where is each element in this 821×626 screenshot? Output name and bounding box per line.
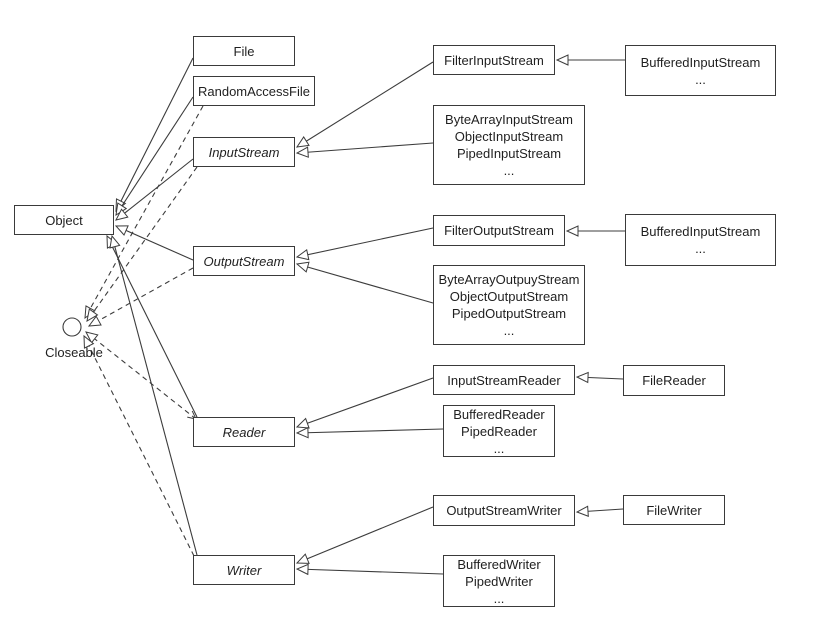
edge-file_reader-to-input_stream_reader [575, 371, 624, 384]
edge-random_access_file-to-object [115, 96, 194, 217]
interface-lollipop-icon [62, 317, 82, 337]
interface-label-closeable: Closeable [45, 345, 103, 360]
edge-buffered_reader-to-reader [295, 426, 444, 439]
edge-file-to-object [115, 57, 194, 213]
edge-filter_input_stream-to-input_stream [295, 61, 434, 148]
class-box-file-writer: FileWriter [623, 495, 725, 525]
edge-file_writer-to-output_stream_writer [575, 505, 624, 518]
edge-byte_array_output-to-output_stream [295, 261, 434, 304]
class-box-filter-output-stream: FilterOutputStream [433, 215, 565, 246]
edge-random_access_file-to-closeable [84, 105, 204, 320]
class-box-output-stream-writer: OutputStreamWriter [433, 495, 575, 526]
class-box-byte-array-input-group: ByteArrayInputStream ObjectInputStream P… [433, 105, 585, 185]
edge-writer-to-closeable [83, 334, 195, 557]
class-box-buffered-writer-group: BufferedWriter PipedWriter ... [443, 555, 555, 607]
edge-reader-to-object [106, 234, 198, 418]
class-box-input-stream-reader: InputStreamReader [433, 365, 575, 395]
edge-filter_output_stream-to-output_stream [295, 227, 434, 261]
class-box-byte-array-output-group: ByteArrayOutpuyStream ObjectOutputStream… [433, 265, 585, 345]
edge-input_stream_reader-to-reader [295, 377, 434, 429]
class-box-buffered-reader-group: BufferedReader PipedReader ... [443, 405, 555, 457]
edge-buffered_writer-to-writer [295, 563, 444, 576]
class-box-output-stream: OutputStream [193, 246, 295, 276]
edge-writer-to-object [109, 234, 198, 556]
edge-input_stream-to-object [115, 158, 194, 221]
class-box-file: File [193, 36, 295, 66]
class-box-buffered-input-stream-1: BufferedInputStream ... [625, 45, 776, 96]
edge-output_stream_writer-to-writer [295, 506, 434, 564]
class-box-buffered-input-stream-2: BufferedInputStream ... [625, 214, 776, 266]
class-box-writer: Writer [193, 555, 295, 585]
edge-byte_array_input-to-input_stream [295, 142, 434, 158]
class-box-file-reader: FileReader [623, 365, 725, 396]
edge-output_stream-to-object [114, 225, 194, 261]
edge-input_stream-to-closeable [86, 166, 198, 322]
class-box-object: Object [14, 205, 114, 235]
class-box-filter-input-stream: FilterInputStream [433, 45, 555, 75]
class-box-input-stream: InputStream [193, 137, 295, 167]
edge-output_stream-to-closeable [87, 267, 194, 327]
class-box-reader: Reader [193, 417, 295, 447]
class-box-random-access-file: RandomAccessFile [193, 76, 315, 106]
